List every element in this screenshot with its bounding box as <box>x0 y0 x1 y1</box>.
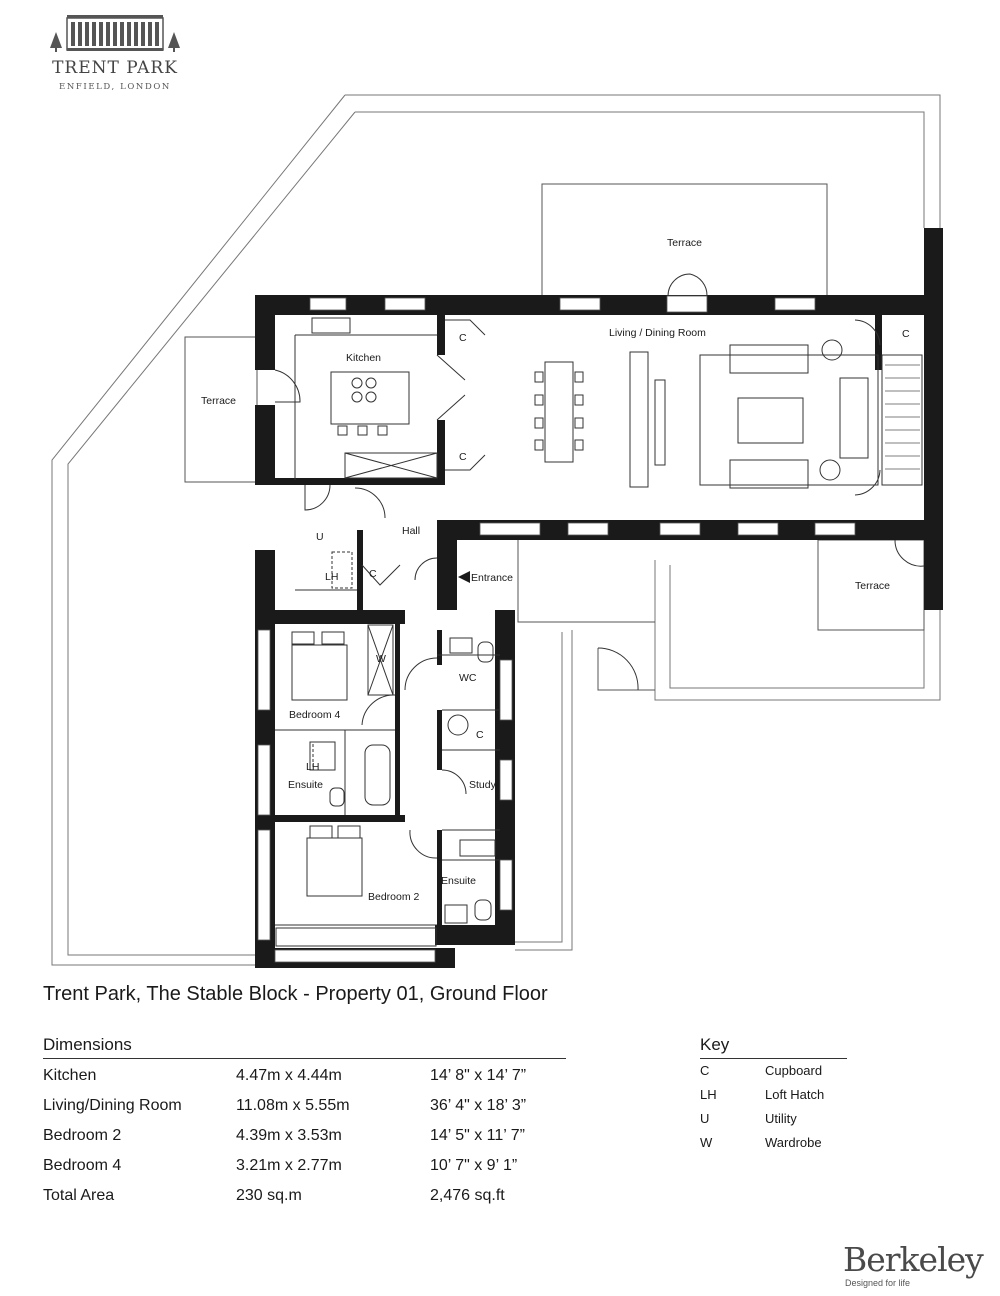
berkeley-logo: Berkeley <box>843 1240 984 1279</box>
label-loft-hatch-ensuite: LH <box>306 761 319 773</box>
list-item: W Wardrobe <box>700 1131 847 1155</box>
label-wc: WC <box>459 672 477 684</box>
building-logo-icon <box>50 15 180 52</box>
label-loft-hatch-utility: LH <box>325 571 338 583</box>
logo-location: ENFIELD, LONDON <box>59 82 171 92</box>
label-cupboard-study: C <box>476 729 484 741</box>
key-legend: Key C Cupboard LH Loft Hatch U Utility W… <box>700 1035 847 1155</box>
row-metric: 11.08m x 5.55m <box>236 1097 350 1114</box>
dimensions-heading: Dimensions <box>43 1035 566 1059</box>
label-ensuite-4: Ensuite <box>288 779 323 791</box>
key-code: W <box>700 1135 713 1150</box>
row-room: Bedroom 4 <box>43 1157 122 1174</box>
key-code: LH <box>700 1087 717 1102</box>
row-metric: 4.39m x 3.53m <box>236 1127 342 1144</box>
key-label: Utility <box>765 1111 797 1126</box>
row-imperial: 2,476 sq.ft <box>430 1187 505 1204</box>
label-bedroom-4: Bedroom 4 <box>289 709 341 721</box>
label-terrace-right: Terrace <box>855 580 890 592</box>
label-cupboard-living: C <box>902 328 910 340</box>
label-terrace-top: Terrace <box>667 237 702 249</box>
label-study: Study <box>469 779 497 791</box>
row-room: Kitchen <box>43 1067 97 1084</box>
brand-tagline: Designed for life <box>845 1278 911 1288</box>
label-kitchen: Kitchen <box>346 352 381 364</box>
list-item: LH Loft Hatch <box>700 1083 847 1107</box>
table-row: Bedroom 4 3.21m x 2.77m 10’ 7" x 9’ 1” <box>43 1149 566 1179</box>
row-imperial: 36’ 4" x 18’ 3” <box>430 1097 527 1114</box>
table-row: Bedroom 2 4.39m x 3.53m 14’ 5" x 11’ 7” <box>43 1119 566 1149</box>
label-ensuite-2: Ensuite <box>441 875 476 887</box>
row-metric: 3.21m x 2.77m <box>236 1157 342 1174</box>
label-cupboard-hall: C <box>369 568 377 580</box>
key-label: Cupboard <box>765 1063 823 1078</box>
row-room: Total Area <box>43 1187 115 1204</box>
interior-walls <box>275 315 882 925</box>
entrance-arrow-icon <box>458 571 470 583</box>
key-label: Wardrobe <box>765 1135 822 1150</box>
key-code: C <box>700 1063 710 1078</box>
table-row: Living/Dining Room 11.08m x 5.55m 36’ 4"… <box>43 1089 566 1119</box>
page-title: Trent Park, The Stable Block - Property … <box>43 983 548 1005</box>
label-wardrobe: W <box>376 653 386 665</box>
label-living-dining: Living / Dining Room <box>609 327 706 339</box>
logo-name: TRENT PARK <box>52 58 178 78</box>
dimensions-table: Dimensions Kitchen 4.47m x 4.44m 14’ 8" … <box>43 1035 566 1209</box>
row-imperial: 10’ 7" x 9’ 1” <box>430 1157 518 1174</box>
row-imperial: 14’ 8" x 14’ 7” <box>430 1067 527 1084</box>
row-metric: 230 sq.m <box>236 1187 302 1204</box>
label-cupboard-kitchen-2: C <box>459 451 467 463</box>
list-item: C Cupboard <box>700 1059 847 1083</box>
row-metric: 4.47m x 4.44m <box>236 1067 342 1084</box>
label-entrance: Entrance <box>471 572 513 584</box>
label-utility: U <box>316 531 324 543</box>
label-bedroom-2: Bedroom 2 <box>368 891 420 903</box>
list-item: U Utility <box>700 1107 847 1131</box>
table-row: Total Area 230 sq.m 2,476 sq.ft <box>43 1179 566 1209</box>
table-row: Kitchen 4.47m x 4.44m 14’ 8" x 14’ 7” <box>43 1059 566 1089</box>
terrace-left-area <box>184 336 258 483</box>
label-cupboard-kitchen-1: C <box>459 332 467 344</box>
label-hall: Hall <box>402 525 420 537</box>
floor-plan: Terrace Terrace Terrace Kitchen Living /… <box>51 94 943 968</box>
trent-park-logo: TRENT PARK ENFIELD, LONDON <box>40 10 190 100</box>
row-room: Living/Dining Room <box>43 1097 182 1114</box>
key-code: U <box>700 1111 710 1126</box>
row-room: Bedroom 2 <box>43 1127 122 1144</box>
label-terrace-left: Terrace <box>201 395 236 407</box>
key-label: Loft Hatch <box>765 1087 825 1102</box>
key-heading: Key <box>700 1035 847 1059</box>
row-imperial: 14’ 5" x 11’ 7” <box>430 1127 525 1144</box>
